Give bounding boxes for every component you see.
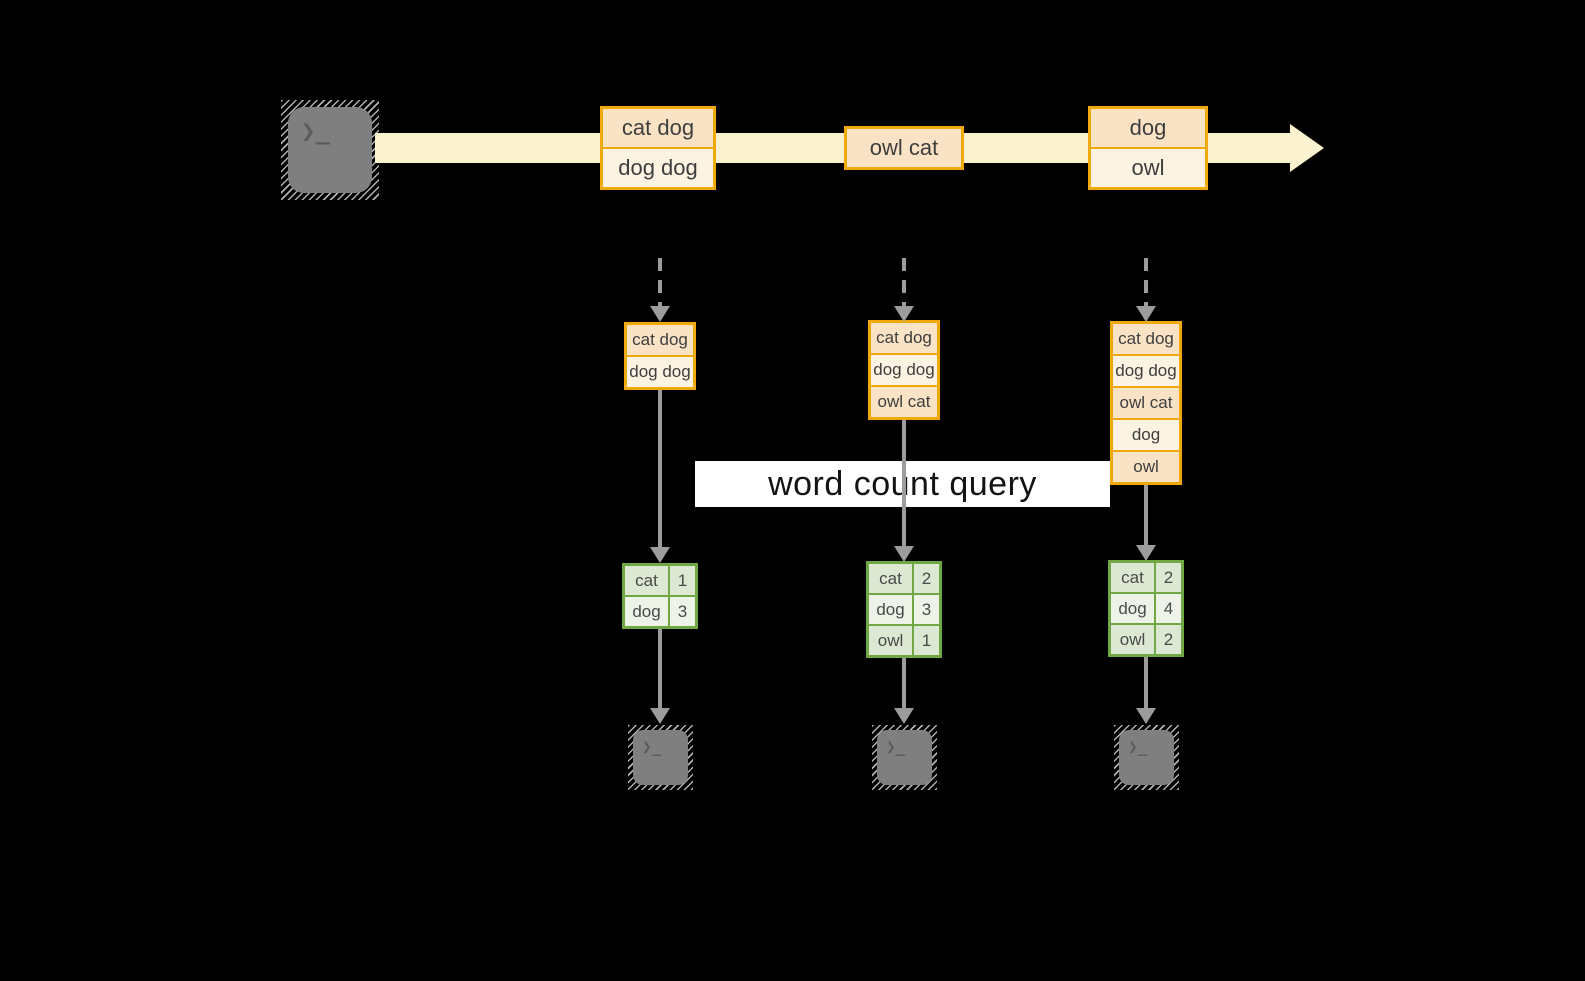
down-arrow-icon [902,420,906,546]
table-row: dog 3 [869,595,939,624]
terminal-sink-icon: ❯_ [1114,725,1179,790]
stream-batch-item: owl [1091,149,1205,187]
word-cell: owl [869,626,912,655]
stream-batch-item: dog dog [603,149,713,187]
dashed-down-arrow-icon [658,258,662,308]
word-count-table-3: cat 2 dog 4 owl 2 [1108,560,1184,657]
word-cell: dog [869,595,912,624]
micro-batch-3: cat dog dog dog owl cat dog owl [1110,321,1182,485]
terminal-screen: ❯_ [288,107,372,193]
count-cell: 4 [1156,594,1181,623]
terminal-prompt-icon: ❯_ [301,117,330,145]
micro-batch-item: dog dog [871,355,937,385]
down-arrow-icon [658,629,662,708]
count-cell: 3 [670,597,695,626]
micro-batch-item: cat dog [871,323,937,353]
dashed-down-arrow-icon [1144,258,1148,308]
terminal-screen: ❯_ [1119,730,1174,785]
dashed-down-arrowhead-icon [650,306,670,322]
micro-batch-item: owl cat [871,387,937,417]
table-row: dog 4 [1111,594,1181,623]
terminal-sink-icon: ❯_ [872,725,937,790]
word-cell: cat [625,566,668,595]
word-cell: owl [1111,625,1154,654]
down-arrow-icon [902,658,906,708]
terminal-prompt-icon: ❯_ [886,737,906,756]
down-arrow-icon [1144,657,1148,708]
word-cell: dog [1111,594,1154,623]
table-row: dog 3 [625,597,695,626]
micro-batch-item: dog [1113,420,1179,450]
table-row: owl 1 [869,626,939,655]
count-cell: 2 [1156,625,1181,654]
count-cell: 3 [914,595,939,624]
word-cell: cat [869,564,912,593]
word-count-table-1: cat 1 dog 3 [622,563,698,629]
micro-batch-item: dog dog [627,357,693,387]
micro-batch-item: dog dog [1113,356,1179,386]
table-row: owl 2 [1111,625,1181,654]
table-row: cat 1 [625,566,695,595]
word-cell: cat [1111,563,1154,592]
stream-batch-3: dog owl [1088,106,1208,190]
count-cell: 1 [670,566,695,595]
down-arrow-icon [658,390,662,547]
count-cell: 2 [914,564,939,593]
micro-batch-item: owl cat [1113,388,1179,418]
down-arrowhead-icon [1136,708,1156,724]
micro-batch-1: cat dog dog dog [624,322,696,390]
table-row: cat 2 [869,564,939,593]
terminal-source-icon: ❯_ [281,100,379,200]
micro-batch-item: owl [1113,452,1179,482]
down-arrowhead-icon [894,708,914,724]
dashed-down-arrowhead-icon [894,306,914,322]
terminal-screen: ❯_ [633,730,688,785]
stream-batch-item: owl cat [847,129,961,167]
count-cell: 2 [1156,563,1181,592]
dashed-down-arrowhead-icon [1136,306,1156,322]
down-arrow-icon [1144,485,1148,545]
count-cell: 1 [914,626,939,655]
terminal-prompt-icon: ❯_ [642,737,662,756]
stream-batch-item: dog [1091,109,1205,147]
terminal-sink-icon: ❯_ [628,725,693,790]
table-row: cat 2 [1111,563,1181,592]
terminal-screen: ❯_ [877,730,932,785]
terminal-prompt-icon: ❯_ [1128,737,1148,756]
stream-arrow-head-icon [1290,124,1324,172]
stream-batch-item: cat dog [603,109,713,147]
dashed-down-arrow-icon [902,258,906,308]
micro-batch-item: cat dog [1113,324,1179,354]
down-arrowhead-icon [650,708,670,724]
micro-batch-2: cat dog dog dog owl cat [868,320,940,420]
word-count-table-2: cat 2 dog 3 owl 1 [866,561,942,658]
down-arrowhead-icon [650,547,670,563]
word-cell: dog [625,597,668,626]
down-arrowhead-icon [894,546,914,562]
down-arrowhead-icon [1136,545,1156,561]
stream-batch-1: cat dog dog dog [600,106,716,190]
stream-batch-2: owl cat [844,126,964,170]
micro-batch-item: cat dog [627,325,693,355]
